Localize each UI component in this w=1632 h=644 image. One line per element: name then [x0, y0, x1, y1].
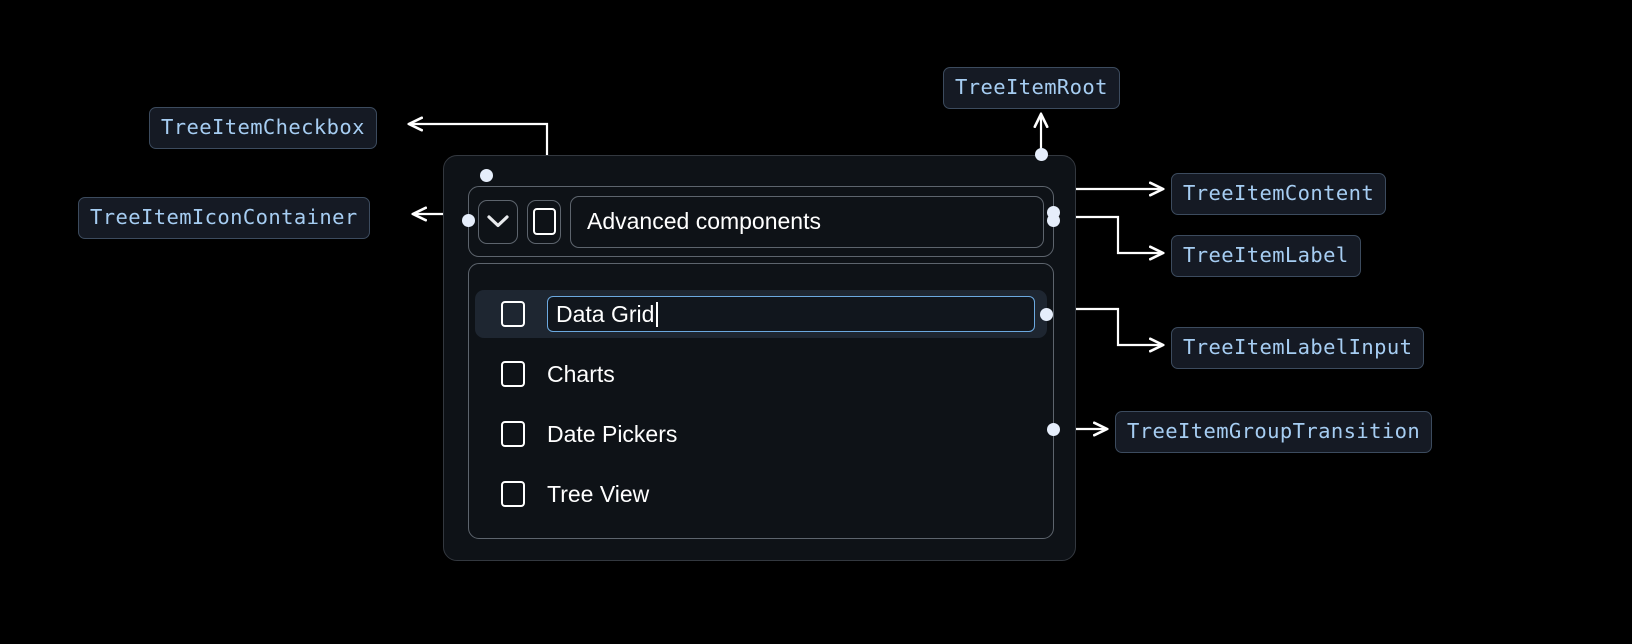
annotation-tree-item-label: TreeItemLabel [1171, 235, 1361, 277]
tree-item-icon-container[interactable] [478, 199, 518, 244]
annotation-tree-item-label-input: TreeItemLabelInput [1171, 327, 1425, 369]
annotation-tree-item-root: TreeItemRoot [943, 67, 1120, 109]
anchor-dot-label-input [1040, 308, 1053, 321]
anchor-dot-label [1047, 206, 1060, 219]
checkbox-unchecked-icon [532, 208, 556, 235]
tree-item-label-text: Date Pickers [547, 420, 678, 447]
checkbox-unchecked-icon[interactable] [501, 301, 525, 327]
checkbox-unchecked-icon[interactable] [501, 421, 525, 447]
chevron-down-icon [487, 215, 509, 228]
anchor-dot-checkbox [480, 169, 493, 182]
tree-item-row[interactable]: Data Grid [475, 290, 1053, 338]
tree-item-label-text: Tree View [547, 480, 650, 507]
annotation-tree-item-checkbox: TreeItemCheckbox [149, 107, 377, 149]
checkbox-unchecked-icon[interactable] [501, 481, 525, 507]
anchor-dot-group-transition [1047, 423, 1060, 436]
anchor-dot-icon-container [462, 214, 475, 227]
tree-item-row[interactable]: Date Pickers [469, 410, 1053, 458]
tree-item-content[interactable]: Advanced components [462, 169, 1060, 257]
tree-item-row[interactable]: Charts [469, 350, 1053, 398]
tree-item-label-input-value: Data Grid [556, 300, 655, 327]
annotation-tree-item-icon-container: TreeItemIconContainer [78, 197, 370, 239]
annotation-tree-item-group-transition: TreeItemGroupTransition [1115, 411, 1433, 453]
tree-item-label[interactable]: Advanced components [570, 195, 1060, 248]
anchor-dot-root [1035, 148, 1048, 161]
tree-item-label-text: Advanced components [587, 208, 821, 234]
text-caret [656, 301, 659, 327]
annotation-tree-item-content: TreeItemContent [1171, 173, 1387, 215]
tree-item-label-input[interactable]: Data Grid [547, 296, 1053, 332]
checkbox-unchecked-icon[interactable] [501, 361, 525, 387]
tree-item-root[interactable]: Advanced components Data Grid Charts [443, 148, 1076, 561]
tree-item-row[interactable]: Tree View [469, 470, 1053, 518]
tree-item-group-transition[interactable]: Data Grid Charts Date Pickers Tree View [468, 263, 1060, 539]
tree-item-label-text: Charts [547, 360, 615, 387]
tree-item-checkbox[interactable] [480, 169, 561, 244]
